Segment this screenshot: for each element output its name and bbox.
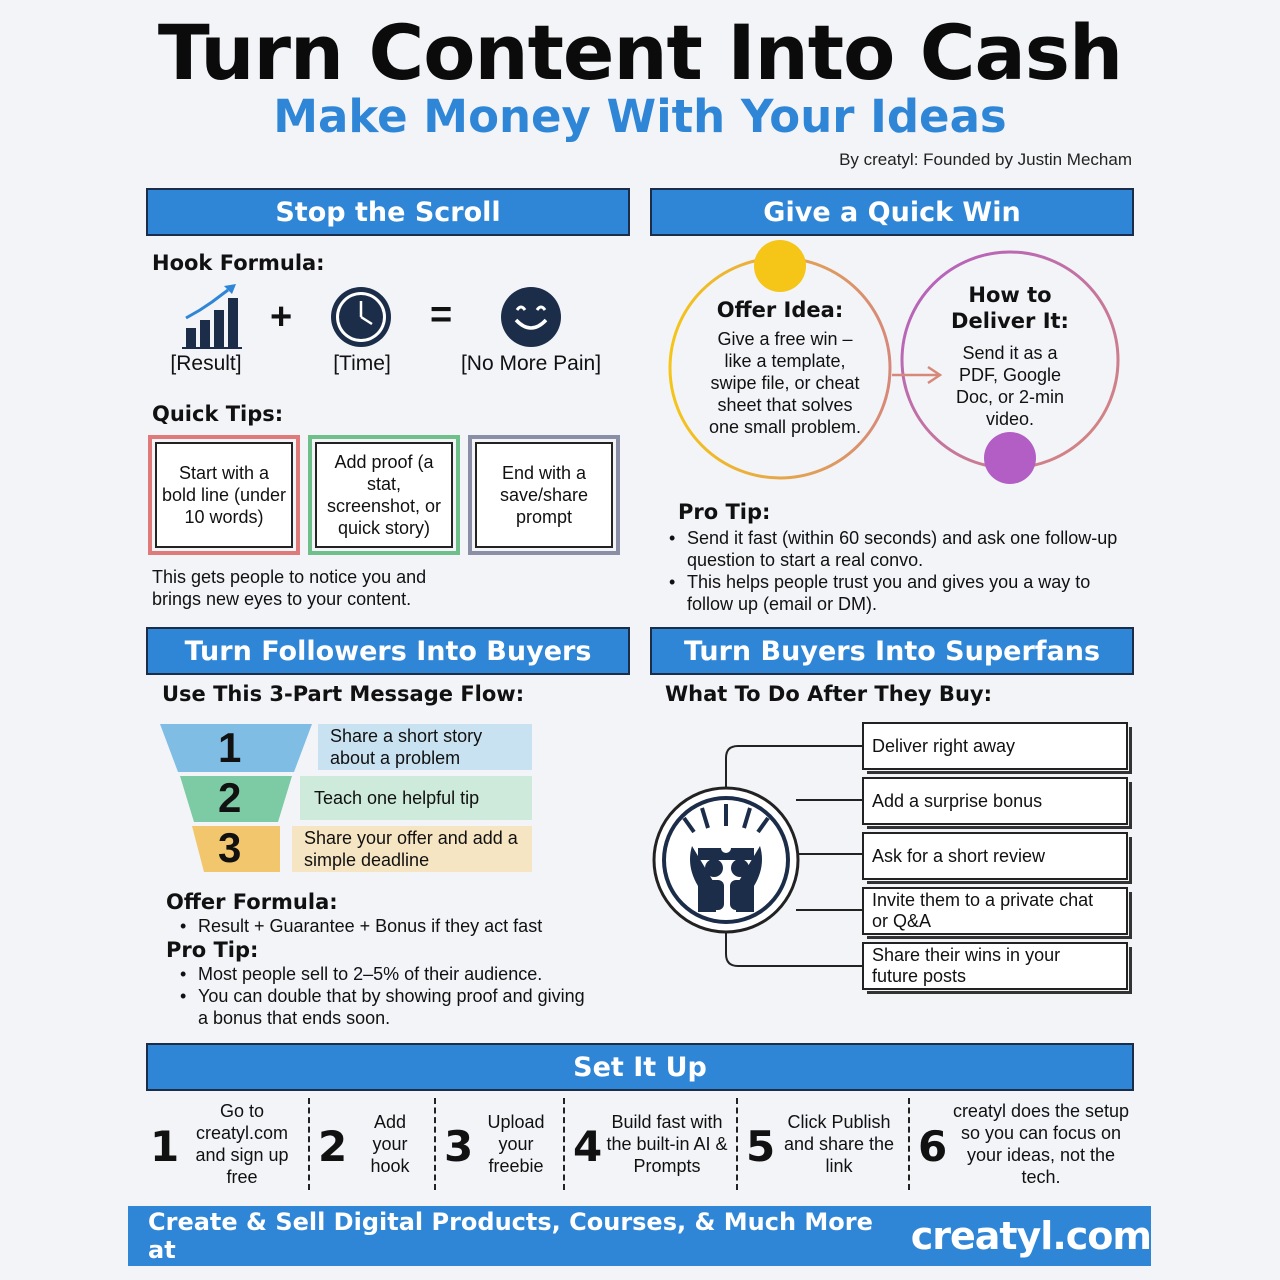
footer-text: Create & Sell Digital Products, Courses,… (148, 1208, 873, 1264)
quick-tip-card: Add proof (a stat, screenshot, or quick … (308, 435, 460, 555)
offer-deliver-cycle-diagram (668, 240, 1120, 484)
offer-idea-line: sheet that solves (717, 395, 853, 415)
page-subtitle: Make Money With Your Ideas (273, 90, 1007, 143)
section-header-superfans: Turn Buyers Into Superfans (650, 627, 1134, 675)
after-buy-action: Share their wins in your future posts (862, 942, 1132, 994)
stop-scroll-summary-line1: This gets people to notice you and (152, 567, 427, 587)
deliver-line: Send it as a (962, 343, 1058, 363)
list-item: Most people sell to 2–5% of their audien… (176, 963, 596, 985)
setup-step-text: Build fast with the built-in AI & Prompt… (606, 1112, 728, 1176)
after-buy-action: Deliver right away (862, 722, 1132, 774)
followers-pro-tip-list: Most people sell to 2–5% of their audien… (176, 963, 596, 1029)
setup-step-text: Click Publish and share the link (783, 1112, 895, 1176)
formula-equals: = (430, 294, 453, 336)
deliver-it-text: Send it as a PDF, Google Doc, or 2-min v… (935, 342, 1085, 430)
step-divider (434, 1098, 436, 1190)
deliver-title-line: Deliver It: (951, 309, 1069, 333)
byline: By creatyl: Founded by Justin Mecham (839, 150, 1132, 169)
quick-tip-text: End with a save/share prompt (475, 442, 613, 548)
funnel-step-number: 2 (218, 774, 242, 821)
setup-step-number: 5 (746, 1122, 776, 1171)
celebrating-fans-icon (666, 800, 786, 920)
section-header-followers: Turn Followers Into Buyers (146, 627, 630, 675)
page-title: Turn Content Into Cash (157, 8, 1123, 97)
offer-formula-label: Offer Formula: (166, 890, 338, 914)
quick-tip-card: End with a save/share prompt (468, 435, 620, 555)
deliver-title-line: How to (968, 283, 1052, 307)
after-buy-action: Add a surprise bonus (862, 777, 1132, 829)
section-header-setup: Set It Up (146, 1043, 1134, 1091)
deliver-it-title: How to Deliver It: (930, 282, 1090, 334)
step-divider (908, 1098, 910, 1190)
followers-pro-tip-label: Pro Tip: (166, 938, 259, 962)
offer-formula-list: Result + Guarantee + Bonus if they act f… (176, 915, 616, 937)
formula-result-caption: [Result] (170, 352, 242, 375)
growth-chart-icon (182, 284, 242, 349)
quick-win-pro-tip-list: Send it fast (within 60 seconds) and ask… (665, 527, 1125, 615)
offer-idea-text: Give a free win – like a template, swipe… (690, 328, 880, 438)
offer-idea-line: like a template, (724, 351, 846, 371)
setup-step-text: creatyl does the setup so you can focus … (952, 1101, 1130, 1187)
step-divider (308, 1098, 310, 1190)
step-divider (563, 1098, 565, 1190)
after-buy-action-text: Share their wins in your future posts (872, 945, 1061, 986)
offer-idea-line: one small problem. (708, 417, 862, 437)
setup-step-text: Upload your freebie (487, 1112, 545, 1176)
offer-idea-title: Offer Idea: (716, 298, 844, 322)
setup-step-text: Go to creatyl.com and sign up free (195, 1101, 289, 1187)
hook-formula-label: Hook Formula: (152, 251, 325, 275)
smiley-face-icon (501, 287, 561, 347)
setup-step-number: 1 (150, 1122, 180, 1171)
after-buy-action-text: Add a surprise bonus (872, 790, 1043, 811)
clock-icon (331, 287, 391, 347)
stop-scroll-summary-line2: brings new eyes to your content. (152, 589, 412, 609)
list-item: This helps people trust you and gives yo… (665, 571, 1125, 615)
list-item: Result + Guarantee + Bonus if they act f… (176, 915, 616, 937)
footer-banner[interactable]: Create & Sell Digital Products, Courses,… (128, 1206, 1152, 1266)
setup-step-number: 4 (573, 1122, 603, 1171)
message-flow-label: Use This 3-Part Message Flow: (162, 682, 525, 706)
quick-tip-text: Start with a bold line (under 10 words) (155, 442, 293, 548)
after-buy-label: What To Do After They Buy: (665, 682, 992, 706)
funnel-band: Share a short story about a problem (318, 724, 532, 770)
funnel-band: Share your offer and add a simple deadli… (292, 826, 532, 872)
after-buy-action: Invite them to a private chat or Q&A (862, 887, 1132, 939)
deliver-line: video. (985, 409, 1035, 429)
deliver-line: Doc, or 2-min (955, 387, 1065, 407)
footer-brand-link[interactable]: creatyl.com (910, 1214, 1152, 1258)
list-item: You can double that by showing proof and… (176, 985, 596, 1029)
quick-tip-text: Add proof (a stat, screenshot, or quick … (315, 442, 453, 548)
section-header-quick-win: Give a Quick Win (650, 188, 1134, 236)
list-item: Send it fast (within 60 seconds) and ask… (665, 527, 1125, 571)
funnel-step-number: 3 (218, 824, 242, 871)
funnel-step-text: Teach one helpful tip (314, 788, 480, 808)
quick-tip-card: Start with a bold line (under 10 words) (148, 435, 300, 555)
deliver-line: PDF, Google (958, 365, 1062, 385)
funnel-step-text: Share your offer and add a simple deadli… (304, 828, 518, 870)
quick-tips-label: Quick Tips: (152, 402, 284, 426)
formula-time-caption: [Time] (333, 352, 391, 375)
after-buy-action-text: Ask for a short review (872, 845, 1046, 866)
setup-step-text: Add your hook (370, 1112, 410, 1176)
setup-step-number: 6 (918, 1122, 948, 1171)
funnel-band: Teach one helpful tip (300, 776, 532, 820)
section-header-stop-scroll: Stop the Scroll (146, 188, 630, 236)
setup-step-number: 2 (318, 1122, 348, 1171)
funnel-step-number: 1 (218, 724, 242, 771)
formula-pain-caption: [No More Pain] (460, 352, 602, 375)
setup-step-number: 3 (444, 1122, 474, 1171)
offer-idea-line: Give a free win – (717, 329, 853, 349)
after-buy-action-text: Invite them to a private chat or Q&A (872, 890, 1094, 931)
quick-win-pro-tip-label: Pro Tip: (678, 500, 771, 524)
offer-idea-line: swipe file, or cheat (710, 373, 860, 393)
step-divider (736, 1098, 738, 1190)
after-buy-action: Ask for a short review (862, 832, 1132, 884)
funnel-step-text: Share a short story about a problem (330, 726, 483, 768)
funnel-diagram (160, 724, 312, 872)
after-buy-action-text: Deliver right away (872, 735, 1016, 756)
formula-plus: + (270, 296, 293, 338)
